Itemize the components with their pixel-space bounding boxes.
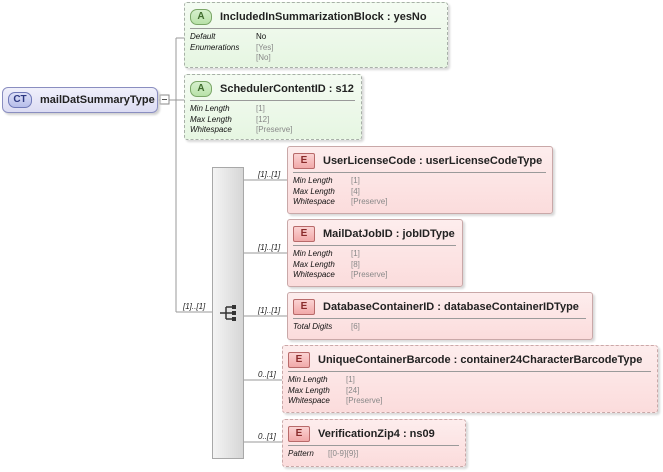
element-facets: Min Length[1] Max Length[8] Whitespace[P…	[293, 249, 388, 279]
complex-type-box[interactable]: CT mailDatSummaryType	[2, 87, 158, 113]
element-box-verification-zip4[interactable]: E VerificationZip4 : ns09 Pattern[[0-9]{…	[282, 419, 466, 467]
element-title: UserLicenseCode : userLicenseCodeType	[323, 155, 543, 167]
element-title: VerificationZip4 : ns09	[318, 428, 435, 440]
element-facets: Total Digits[6]	[293, 322, 360, 331]
element-cardinality: 0..[1]	[258, 370, 276, 379]
element-badge: E	[288, 352, 310, 368]
complex-type-badge: CT	[8, 92, 32, 108]
attribute-badge: A	[190, 9, 212, 25]
element-title: DatabaseContainerID : databaseContainerI…	[323, 301, 579, 313]
element-cardinality: [1]..[1]	[258, 243, 281, 252]
element-cardinality: [1]..[1]	[258, 170, 281, 179]
attribute-facets: Min Length[1] Max Length[12] Whitespace[…	[190, 104, 293, 134]
attribute-box-scheduler-content-id[interactable]: A SchedulerContentID : s12 Min Length[1]…	[184, 74, 362, 140]
element-title: MailDatJobID : jobIDType	[323, 228, 455, 240]
element-badge: E	[293, 153, 315, 169]
element-facets: Min Length[1] Max Length[24] Whitespace[…	[288, 375, 383, 405]
attribute-title: IncludedInSummarizationBlock : yesNo	[220, 11, 427, 23]
complex-type-name: mailDatSummaryType	[40, 94, 155, 106]
element-box-database-container-id[interactable]: E DatabaseContainerID : databaseContaine…	[287, 292, 593, 340]
element-box-user-license-code[interactable]: E UserLicenseCode : userLicenseCodeType …	[287, 146, 553, 214]
element-title: UniqueContainerBarcode : container24Char…	[318, 354, 643, 366]
element-box-unique-container-barcode[interactable]: E UniqueContainerBarcode : container24Ch…	[282, 345, 658, 413]
attribute-badge: A	[190, 81, 212, 97]
element-facets: Pattern[[0-9]{9}]	[288, 449, 359, 458]
sequence-icon	[220, 305, 236, 321]
element-badge: E	[288, 426, 310, 442]
element-cardinality: 0..[1]	[258, 432, 276, 441]
sequence-compositor[interactable]	[212, 167, 244, 459]
element-box-mail-dat-job-id[interactable]: E MailDatJobID : jobIDType Min Length[1]…	[287, 219, 463, 287]
sequence-cardinality: [1]..[1]	[183, 302, 206, 311]
element-facets: Min Length[1] Max Length[4] Whitespace[P…	[293, 176, 388, 206]
element-badge: E	[293, 226, 315, 242]
attribute-title: SchedulerContentID : s12	[220, 83, 354, 95]
attribute-box-included-in-summarization-block[interactable]: A IncludedInSummarizationBlock : yesNo D…	[184, 2, 448, 68]
element-badge: E	[293, 299, 315, 315]
element-cardinality: [1]..[1]	[258, 306, 281, 315]
